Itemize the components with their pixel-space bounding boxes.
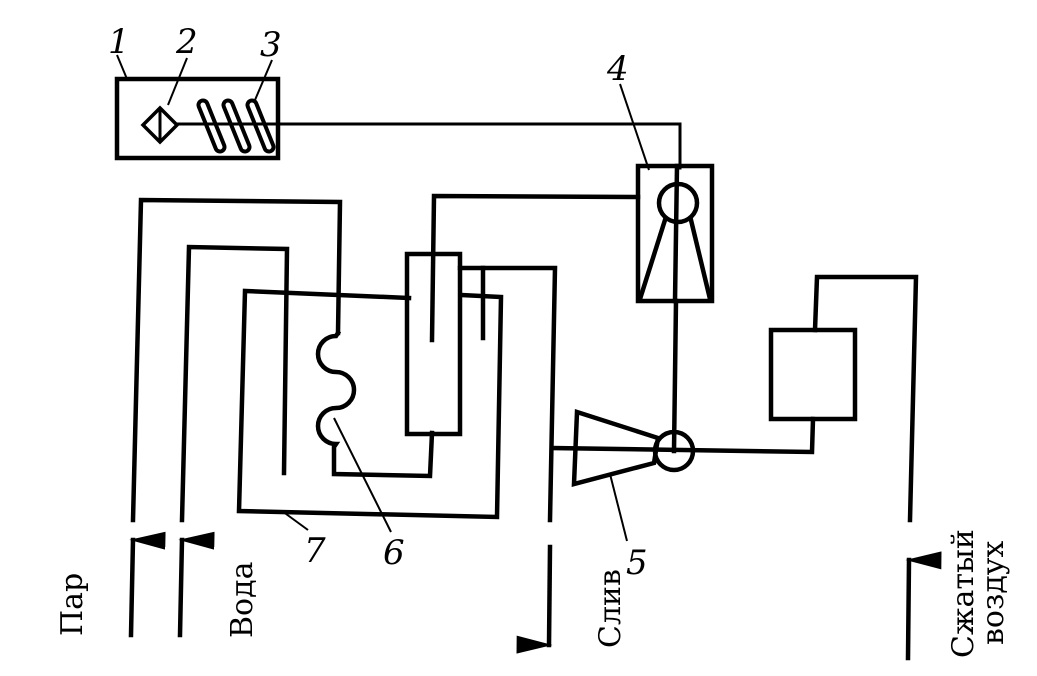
air-arrow-icon (905, 551, 942, 661)
heat-exchanger-6 (315, 329, 435, 479)
leader-6 (333, 417, 392, 533)
callout-5: 5 (626, 543, 648, 583)
callout-1: 1 (108, 22, 130, 62)
leader-2 (167, 57, 188, 106)
steam-arrow-icon (128, 531, 166, 638)
drain-arrow-icon (516, 544, 553, 654)
leader-3 (254, 59, 273, 101)
signal-line (175, 122, 682, 170)
leader-5 (609, 473, 628, 542)
control-unit-1 (114, 76, 281, 161)
drain-pipe (457, 265, 558, 523)
actuator-left-leg (637, 217, 668, 302)
control-box (114, 76, 281, 161)
leader-4 (619, 83, 650, 171)
vessel-feed-line (429, 193, 641, 343)
water-arrow-icon (177, 531, 215, 638)
air-supply-pipe (812, 274, 919, 523)
steam-pipe (130, 197, 343, 523)
water-pipe (179, 244, 290, 523)
water-label: Вода (225, 561, 260, 638)
callout-6: 6 (383, 533, 405, 573)
leader-7 (281, 510, 309, 531)
actuator-4 (635, 163, 715, 304)
drain-label: Слив (593, 569, 628, 648)
air-filter-box (768, 327, 858, 422)
ejector-nozzle (571, 408, 661, 487)
tank-7 (236, 288, 504, 520)
air-label-line1: Сжатый (946, 529, 981, 658)
ejector-air-line (549, 416, 816, 455)
callout-2: 2 (175, 22, 198, 62)
callout-4: 4 (606, 49, 629, 89)
coil-3 (196, 98, 276, 154)
callout-3: 3 (260, 25, 282, 65)
actuator-stem (672, 163, 680, 304)
actuator-to-ejector-line (671, 298, 679, 454)
callout-7: 7 (304, 531, 326, 571)
actuator-right-leg (688, 217, 713, 302)
air-label-line2: воздух (976, 541, 1011, 645)
steam-label: Пар (55, 573, 90, 636)
leader-1 (116, 54, 128, 80)
